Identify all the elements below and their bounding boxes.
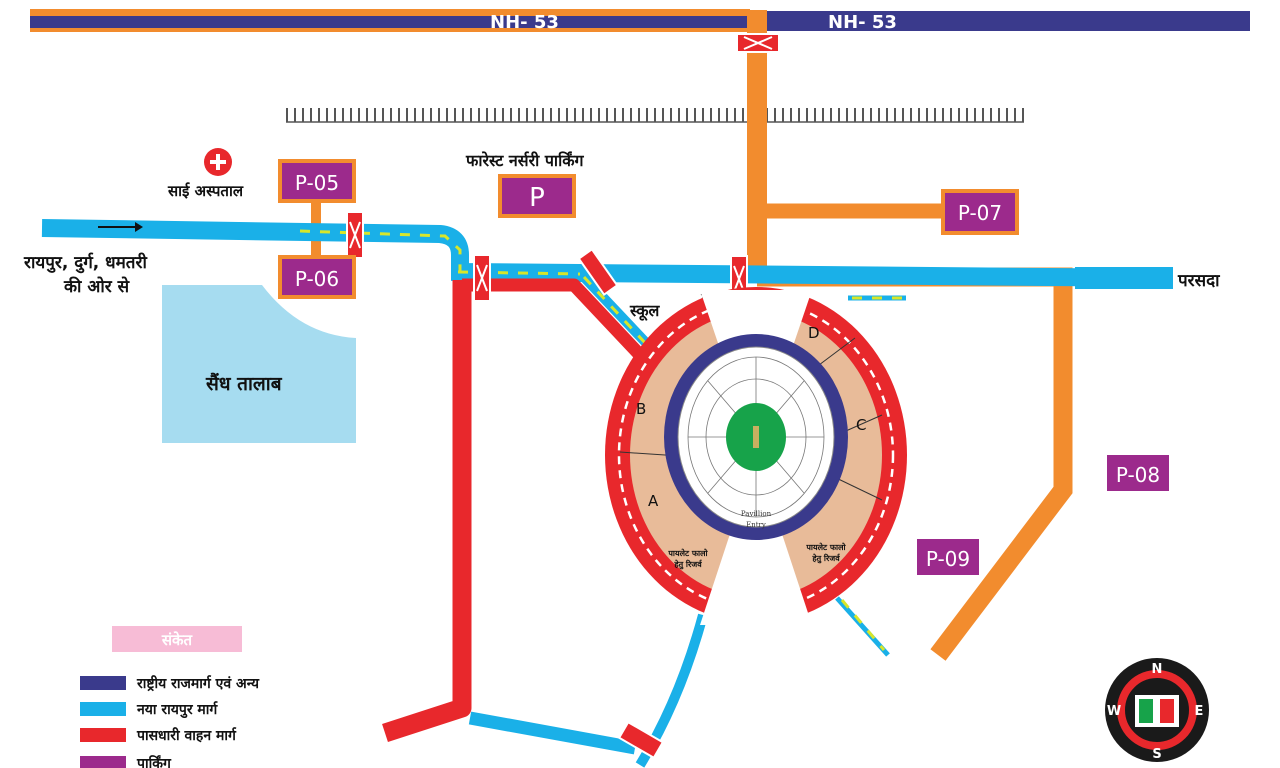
pilot-reserve-left-2: हेतु रिजर्व bbox=[673, 559, 702, 570]
barrier-p05 bbox=[346, 211, 364, 259]
legend-title: संकेत bbox=[161, 631, 194, 649]
legend-label-highway: राष्ट्रीय राजमार्ग एवं अन्य bbox=[136, 675, 260, 692]
school-label: स्कूल bbox=[629, 301, 661, 321]
pilot-reserve-left-1: पायलेट फालो bbox=[667, 548, 708, 558]
barrier-red-junction bbox=[473, 254, 491, 302]
barrier-south bbox=[617, 720, 665, 760]
pilot-reserve-right-2: हेतु रिजर्व bbox=[811, 553, 840, 564]
parking-p08-label: P-08 bbox=[1116, 463, 1160, 487]
parsada-road-end bbox=[1075, 267, 1173, 289]
stadium bbox=[605, 287, 907, 625]
parsada-label: परसदा bbox=[1177, 271, 1220, 291]
hospital-label: साई अस्पताल bbox=[167, 182, 244, 200]
legend-label-parking: पार्किंग bbox=[136, 755, 172, 768]
parking-p07-label: P-07 bbox=[958, 201, 1002, 225]
cricket-pitch bbox=[753, 426, 759, 448]
lake bbox=[162, 285, 356, 443]
parking-boxes bbox=[278, 159, 1169, 575]
compass-e: E bbox=[1195, 704, 1204, 719]
pavilion-entry-line1: Pavillion bbox=[741, 510, 772, 518]
stand-block-d: D bbox=[808, 324, 820, 342]
stand-block-b: B bbox=[636, 400, 646, 418]
railway-line bbox=[286, 108, 1024, 123]
parking-p06-label: P-06 bbox=[295, 267, 339, 291]
highway-label-left: NH- 53 bbox=[490, 12, 559, 33]
parking-forest-symbol: P bbox=[529, 183, 545, 213]
lake-label: सैंध तालाब bbox=[205, 372, 283, 395]
barrier-school bbox=[577, 247, 619, 297]
pilot-reserve-right-1: पायलेट फालो bbox=[805, 542, 846, 552]
pavilion-entry-line2: Entry bbox=[746, 521, 766, 529]
highway-label-right: NH- 53 bbox=[828, 12, 897, 33]
legend-swatch-highway bbox=[80, 676, 126, 690]
legend-label-blue: नया रायपुर मार्ग bbox=[136, 701, 218, 719]
barrier-nh53 bbox=[736, 33, 780, 53]
stand-block-a: A bbox=[648, 492, 659, 510]
legend-label-red: पासधारी वाहन मार्ग bbox=[136, 727, 237, 744]
stand-block-c: C bbox=[856, 416, 866, 434]
highway-nh53 bbox=[30, 9, 1250, 32]
legend-swatch-red bbox=[80, 728, 126, 742]
parking-p05-label: P-05 bbox=[295, 171, 339, 195]
direction-arrow-icon bbox=[98, 222, 143, 232]
origin-label-line1: रायपुर, दुर्ग, धमतरी bbox=[23, 252, 147, 274]
red-pass-roads bbox=[382, 278, 645, 743]
origin-label-line2: की ओर से bbox=[63, 276, 131, 297]
compass-s: S bbox=[1152, 747, 1161, 762]
parking-p09-label: P-09 bbox=[926, 547, 970, 571]
compass-w: W bbox=[1107, 704, 1121, 719]
forest-nursery-label: फारेस्ट नर्सरी पार्किंग bbox=[465, 151, 585, 170]
compass bbox=[1105, 658, 1209, 762]
hospital-icon bbox=[204, 148, 232, 176]
legend-title-bg bbox=[112, 626, 242, 652]
legend-swatch-parking bbox=[80, 756, 126, 768]
legend-swatches bbox=[80, 676, 126, 768]
legend-swatch-blue bbox=[80, 702, 126, 716]
compass-n: N bbox=[1152, 662, 1163, 677]
